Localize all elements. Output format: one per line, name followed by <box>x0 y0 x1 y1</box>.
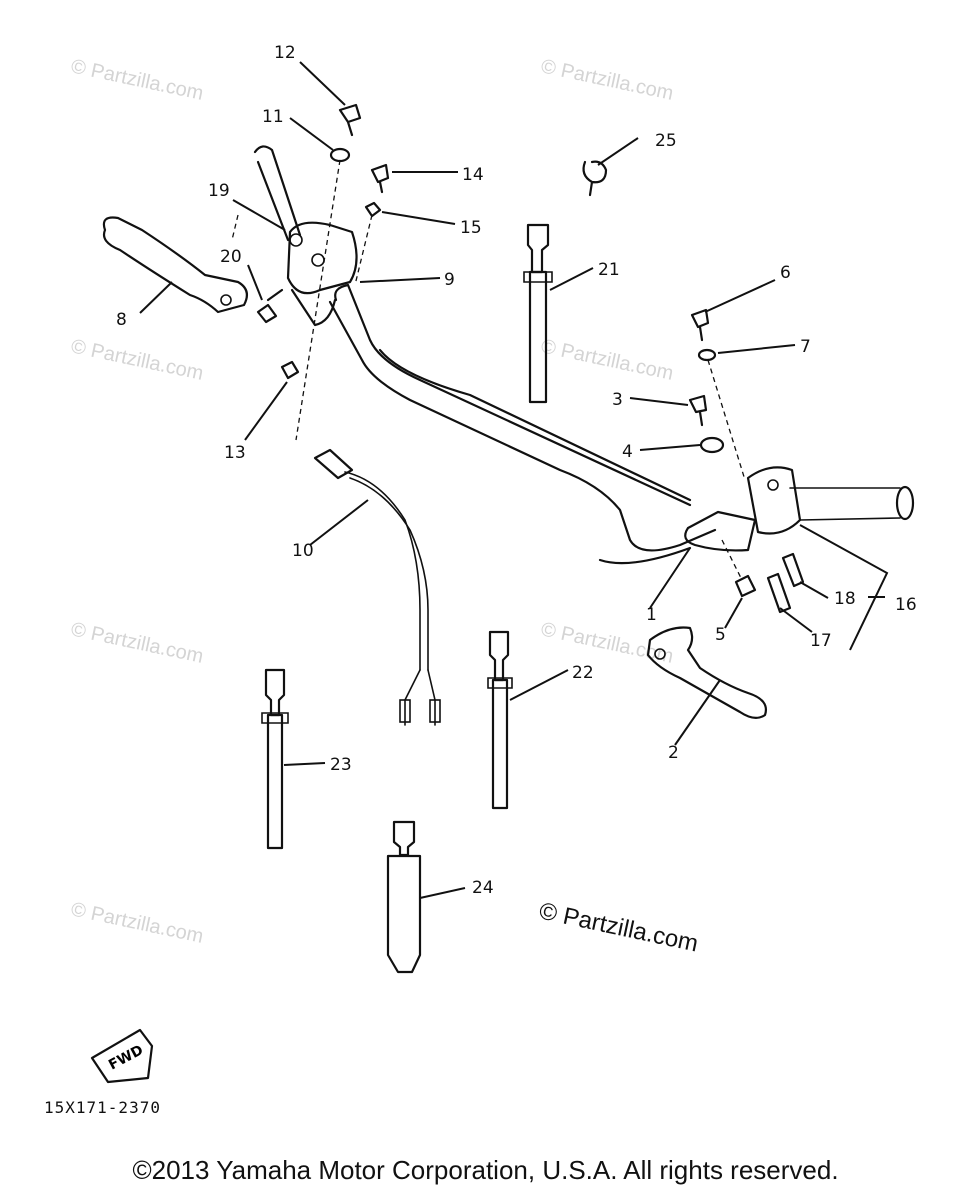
callout-1: 1 <box>646 605 657 625</box>
callout-9: 9 <box>444 270 455 290</box>
watermark-5: © Partzilla.com <box>69 618 205 668</box>
watermark-2: © Partzilla.com <box>539 55 675 105</box>
callout-14: 14 <box>462 165 484 185</box>
callout-23: 23 <box>330 755 352 775</box>
callout-15: 15 <box>460 218 482 238</box>
callout-20: 20 <box>220 247 242 267</box>
callout-8: 8 <box>116 310 127 330</box>
callout-22: 22 <box>572 663 594 683</box>
watermark-1: © Partzilla.com <box>69 55 205 105</box>
watermark-6: © Partzilla.com <box>539 618 675 668</box>
callout-18: 18 <box>834 589 856 609</box>
callout-2: 2 <box>668 743 679 763</box>
callout-17: 17 <box>810 631 832 651</box>
watermark-main: © Partzilla.com <box>537 897 701 957</box>
callout-3: 3 <box>612 390 623 410</box>
alignment-lines <box>231 159 746 581</box>
callout-7: 7 <box>800 337 811 357</box>
cable-bands <box>261 223 553 974</box>
left-lever <box>102 216 249 314</box>
callout-16: 16 <box>895 595 917 615</box>
watermark-4: © Partzilla.com <box>539 335 675 385</box>
callout-25: 25 <box>655 131 677 151</box>
callout-6: 6 <box>780 263 791 283</box>
leader-lines <box>139 61 889 899</box>
switch-wire <box>313 448 441 726</box>
fasteners <box>256 103 805 614</box>
callout-5: 5 <box>715 625 726 645</box>
right-lever <box>646 626 767 719</box>
watermarks: © Partzilla.com © Partzilla.com © Partzi… <box>69 55 701 957</box>
left-switch-housing <box>286 221 358 327</box>
callout-13: 13 <box>224 443 246 463</box>
watermark-7: © Partzilla.com <box>69 898 205 948</box>
callout-19: 19 <box>208 181 230 201</box>
right-holder <box>684 466 802 552</box>
copyright-notice: ©2013 Yamaha Motor Corporation, U.S.A. A… <box>132 1155 839 1185</box>
callout-21: 21 <box>598 260 620 280</box>
callouts: 12 11 14 15 9 19 20 8 13 25 21 6 7 3 4 1… <box>116 43 917 898</box>
callout-10: 10 <box>292 541 314 561</box>
callout-11: 11 <box>262 107 284 127</box>
callout-12: 12 <box>274 43 296 63</box>
watermark-3: © Partzilla.com <box>69 335 205 385</box>
handlebar <box>253 145 915 565</box>
fwd-arrow-icon: FWD <box>90 1028 154 1084</box>
callout-24: 24 <box>472 878 494 898</box>
diagram-code: 15X171-2370 <box>44 1098 161 1117</box>
callout-4: 4 <box>622 442 633 462</box>
